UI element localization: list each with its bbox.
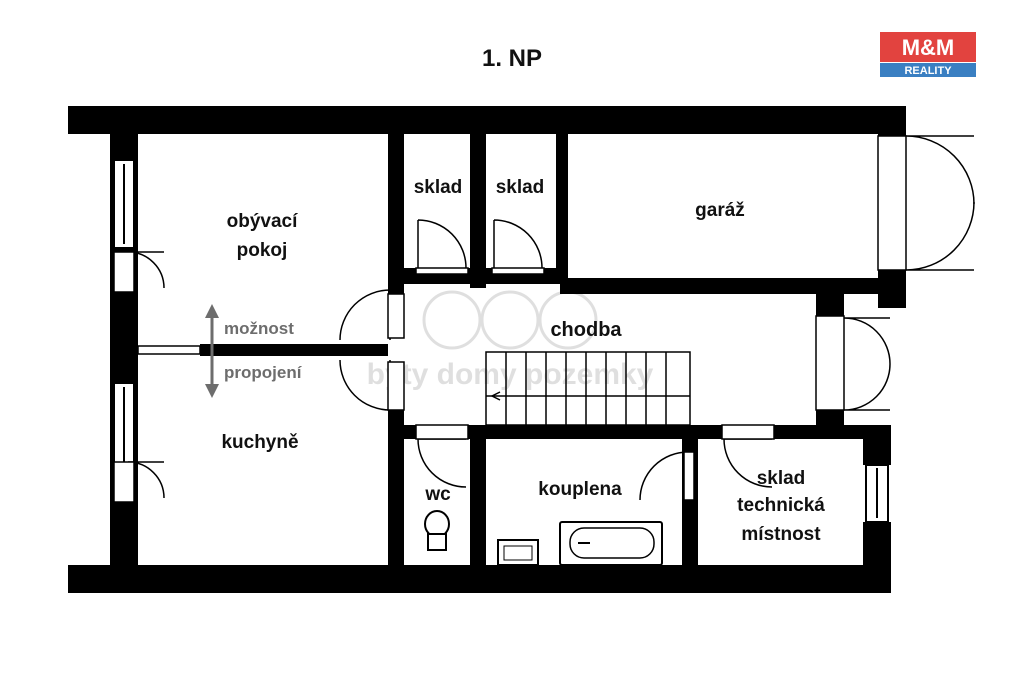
room-garage-label: garáž [695, 200, 745, 221]
toilet [424, 510, 450, 551]
door-wc [417, 438, 467, 488]
door-garage-top [905, 135, 975, 205]
walls [68, 106, 906, 593]
room-wc-label: wc [424, 484, 451, 505]
room-living-label-1: obývací [227, 211, 298, 232]
door-sklad-1 [417, 219, 467, 269]
left-window-top [113, 159, 135, 249]
washbasin [497, 539, 539, 566]
room-storage2-label: sklad [496, 177, 545, 198]
logo-bottom: REALITY [904, 65, 952, 77]
door-bath [639, 451, 689, 501]
connection-arrow [205, 304, 219, 398]
room-storage1-label: sklad [414, 177, 463, 198]
staircase [485, 351, 691, 426]
plan-title: 1. NP [482, 45, 542, 72]
watermark-text: byty domy pozemky [367, 358, 654, 391]
door-hall-ext-top [843, 317, 891, 365]
door-living-hall [339, 289, 391, 341]
door-hall-ext-bottom [843, 363, 891, 411]
room-kitchen-label: kuchyně [221, 432, 298, 453]
room-living-label-2: pokoj [237, 240, 288, 261]
note-line-1: možnost [224, 319, 294, 338]
room-tech-label-1: sklad [757, 468, 806, 489]
watermark: byty domy pozemky [367, 290, 654, 391]
door-sklad-2 [493, 219, 543, 269]
bathtub [559, 521, 663, 566]
room-tech-label-3: místnost [741, 524, 821, 545]
note-line-2: propojení [224, 363, 303, 382]
room-hall-label: chodba [550, 319, 622, 341]
room-tech-label-2: technická [737, 495, 825, 516]
door-garage-bottom [905, 201, 975, 271]
logo-top: M&M [902, 35, 955, 60]
tech-window [865, 464, 889, 523]
partition-opening [137, 345, 201, 355]
mm-reality-logo: M&M REALITY [880, 32, 976, 77]
room-bathroom-label: kouplena [538, 479, 622, 500]
